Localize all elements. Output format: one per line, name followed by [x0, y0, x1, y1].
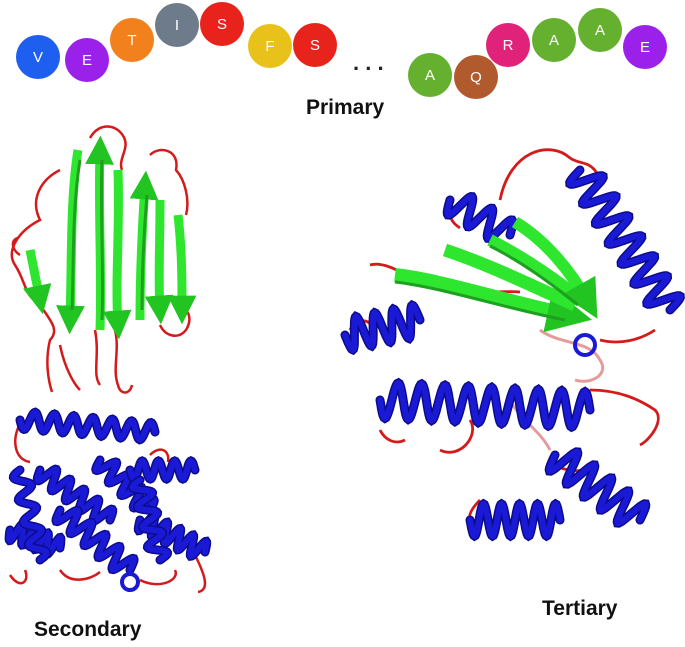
amino-acid-letter: V: [33, 49, 43, 66]
amino-acid-circle: [578, 8, 622, 52]
amino-acid-circle: [454, 55, 498, 99]
amino-acid-bead: Q: [454, 55, 498, 99]
amino-acid-letter: I: [175, 17, 179, 34]
tertiary-helix-ribbons: [340, 165, 685, 542]
helix-ribbon: [444, 193, 516, 242]
helix-bundle-ribbons: [4, 407, 212, 575]
amino-acid-bead: E: [65, 38, 109, 82]
amino-acid-bead: S: [200, 2, 244, 46]
amino-acid-bead: E: [623, 25, 667, 69]
amino-acid-circle: [532, 18, 576, 62]
sheet-strand-shading: [70, 159, 149, 321]
amino-acid-letter: A: [595, 22, 605, 39]
amino-acid-circle: [486, 23, 530, 67]
amino-acid-bead: S: [293, 23, 337, 67]
secondary-label: Secondary: [34, 618, 142, 641]
amino-acid-letter: Q: [470, 69, 482, 86]
helix-end-loop: [120, 572, 140, 592]
amino-acid-letter: A: [549, 32, 559, 49]
helix-ribbon: [546, 448, 649, 527]
helix-ribbon: [566, 167, 684, 313]
tertiary-label: Tertiary: [542, 597, 618, 620]
primary-sequence-chain: V E T I S F S A Q R A A E: [16, 2, 667, 99]
amino-acid-letter: S: [217, 16, 227, 33]
amino-acid-bead: R: [486, 23, 530, 67]
amino-acid-circle: [293, 23, 337, 67]
amino-acid-letter: F: [265, 38, 274, 55]
helix-ribbon: [377, 379, 593, 431]
helix-ribbon: [17, 409, 158, 443]
helix-ribbon: [10, 467, 50, 563]
amino-acid-letter: T: [127, 32, 136, 49]
tertiary-fold: [340, 148, 685, 542]
helix-ribbon: [467, 500, 563, 540]
secondary-helix-bundle: [4, 407, 212, 594]
amino-acid-circle: [16, 35, 60, 79]
amino-acid-letter: R: [503, 37, 514, 54]
amino-acid-bead: A: [578, 8, 622, 52]
sequence-ellipsis: . . .: [353, 50, 384, 75]
tertiary-sheet-strands: [394, 216, 598, 333]
amino-acid-circle: [200, 2, 244, 46]
helix-ribbon: [127, 457, 198, 483]
amino-acid-letter: A: [425, 67, 435, 84]
helix-ribbon: [52, 507, 138, 573]
amino-acid-bead: I: [155, 3, 199, 47]
amino-acid-bead: T: [110, 18, 154, 62]
sheet-strands: [23, 135, 197, 340]
amino-acid-bead: A: [532, 18, 576, 62]
amino-acid-circle: [65, 38, 109, 82]
primary-label: Primary: [306, 96, 385, 119]
helix-ribbon: [342, 301, 423, 354]
secondary-beta-sheet: [10, 125, 197, 394]
amino-acid-circle: [408, 53, 452, 97]
tertiary-loop-ring: [573, 333, 597, 357]
helix-ribbon: [129, 477, 171, 563]
amino-acid-circle: [248, 24, 292, 68]
amino-acid-circle: [110, 18, 154, 62]
amino-acid-letter: E: [82, 52, 92, 69]
amino-acid-letter: S: [310, 37, 320, 54]
amino-acid-letter: E: [640, 39, 650, 56]
amino-acid-circle: [155, 3, 199, 47]
amino-acid-bead: V: [16, 35, 60, 79]
amino-acid-bead: F: [248, 24, 292, 68]
amino-acid-bead: A: [408, 53, 452, 97]
amino-acid-circle: [623, 25, 667, 69]
